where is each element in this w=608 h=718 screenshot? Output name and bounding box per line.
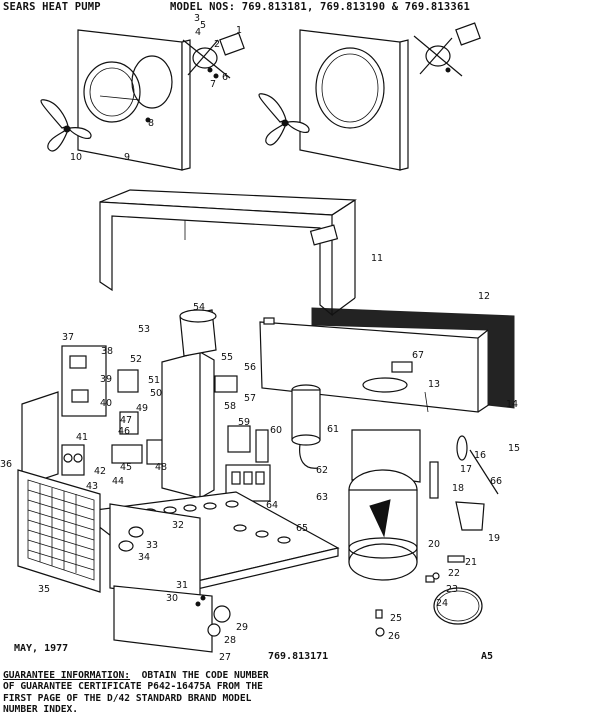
callout-58: 58 — [224, 401, 236, 412]
callout-26: 26 — [388, 631, 400, 642]
callout-55: 55 — [221, 352, 233, 363]
callout-5: 5 — [200, 20, 206, 31]
callout-49: 49 — [136, 403, 148, 414]
callout-23: 23 — [446, 584, 458, 595]
callout-2: 2 — [214, 39, 220, 50]
callout-31: 31 — [176, 580, 188, 591]
callout-25: 25 — [390, 613, 402, 624]
callout-42: 42 — [94, 466, 106, 477]
contactor-and-capacitor — [225, 384, 321, 502]
fan-motor-right — [413, 22, 481, 77]
callout-14: 14 — [506, 399, 518, 410]
callout-32: 32 — [172, 520, 184, 531]
callout-4: 4 — [195, 27, 201, 38]
control-box — [21, 345, 107, 487]
guarantee-line-1-text: OBTAIN THE CODE NUMBER — [141, 670, 269, 681]
guarantee-information: GUARANTEE INFORMATION: OBTAIN THE CODE N… — [3, 670, 269, 716]
cabinet-housing — [99, 189, 357, 317]
callout-labels: 1 2 3 4 5 6 7 8 9 10 11 12 13 14 15 16 1… — [0, 13, 520, 663]
callout-56: 56 — [244, 362, 256, 373]
control-panel-parts — [111, 309, 238, 499]
callout-50: 50 — [150, 388, 162, 399]
callout-60: 60 — [270, 425, 282, 436]
fan-blade-right — [258, 93, 310, 146]
front-grille — [17, 469, 101, 593]
callout-19: 19 — [488, 533, 500, 544]
accumulator-and-valves — [375, 435, 499, 637]
guarantee-heading: GUARANTEE INFORMATION: — [3, 670, 131, 681]
callout-48: 48 — [155, 462, 167, 473]
callout-53: 53 — [138, 324, 150, 335]
callout-11: 11 — [371, 253, 383, 264]
callout-35: 35 — [38, 584, 50, 595]
callout-34: 34 — [138, 552, 150, 563]
callout-9: 9 — [124, 152, 130, 163]
page-code: A5 — [481, 651, 494, 662]
fan-shroud-left — [77, 29, 191, 171]
callout-27: 27 — [219, 652, 231, 663]
callout-43: 43 — [86, 481, 98, 492]
callout-65: 65 — [296, 523, 308, 534]
callout-41: 41 — [76, 432, 88, 443]
guarantee-line-3: FIRST PAGE OF THE D/42 STANDARD BRAND MO… — [3, 692, 252, 704]
callout-7: 7 — [210, 79, 216, 90]
callout-13: 13 — [428, 379, 440, 390]
front-panel — [109, 503, 231, 653]
fan-blade-left — [40, 99, 92, 152]
callout-63: 63 — [316, 492, 328, 503]
callout-22: 22 — [448, 568, 460, 579]
callout-36: 36 — [0, 459, 12, 470]
callout-33: 33 — [146, 540, 158, 551]
callout-37: 37 — [62, 332, 74, 343]
callout-46: 46 — [118, 426, 130, 437]
document-title: SEARS HEAT PUMP — [3, 1, 101, 13]
callout-51: 51 — [148, 375, 160, 386]
callout-17: 17 — [460, 464, 472, 475]
callout-3: 3 — [194, 13, 200, 24]
callout-12: 12 — [478, 291, 490, 302]
callout-15: 15 — [508, 443, 520, 454]
callout-54: 54 — [193, 302, 205, 313]
compressor — [348, 429, 421, 581]
callout-1: 1 — [236, 25, 242, 36]
callout-67: 67 — [412, 350, 424, 361]
model-numbers: MODEL NOS: 769.813181, 769.813190 & 769.… — [170, 1, 470, 13]
coil-assembly — [259, 307, 515, 413]
guarantee-line-2: OF GUARANTEE CERTIFICATE P642-16475A FRO… — [3, 681, 263, 693]
callout-64: 64 — [266, 500, 278, 511]
callout-16: 16 — [474, 450, 486, 461]
callout-40: 40 — [100, 398, 112, 409]
callout-61: 61 — [327, 424, 339, 435]
callout-6: 6 — [222, 72, 228, 83]
callout-57: 57 — [244, 393, 256, 404]
callout-28: 28 — [224, 635, 236, 646]
guarantee-line-1: GUARANTEE INFORMATION: OBTAIN THE CODE N… — [3, 670, 269, 681]
callout-52: 52 — [130, 354, 142, 365]
callout-44: 44 — [112, 476, 124, 487]
callout-62: 62 — [316, 465, 328, 476]
callout-21: 21 — [465, 557, 477, 568]
callout-59: 59 — [238, 417, 250, 428]
callout-30: 30 — [166, 593, 178, 604]
fan-motor-left — [145, 32, 245, 123]
callout-66: 66 — [490, 476, 502, 487]
diagram-number: 769.813171 — [268, 651, 329, 662]
callout-45: 45 — [120, 462, 132, 473]
callout-10: 10 — [70, 152, 82, 163]
callout-39: 39 — [100, 374, 112, 385]
callout-38: 38 — [101, 346, 113, 357]
callout-29: 29 — [236, 622, 248, 633]
callout-47: 47 — [120, 415, 132, 426]
callout-8: 8 — [148, 118, 154, 129]
callout-20: 20 — [428, 539, 440, 550]
publication-date: MAY, 1977 — [14, 643, 69, 654]
fan-shroud-right — [299, 29, 409, 171]
callout-24: 24 — [436, 598, 448, 609]
callout-18: 18 — [452, 483, 464, 494]
guarantee-line-4: NUMBER INDEX. — [3, 704, 79, 716]
